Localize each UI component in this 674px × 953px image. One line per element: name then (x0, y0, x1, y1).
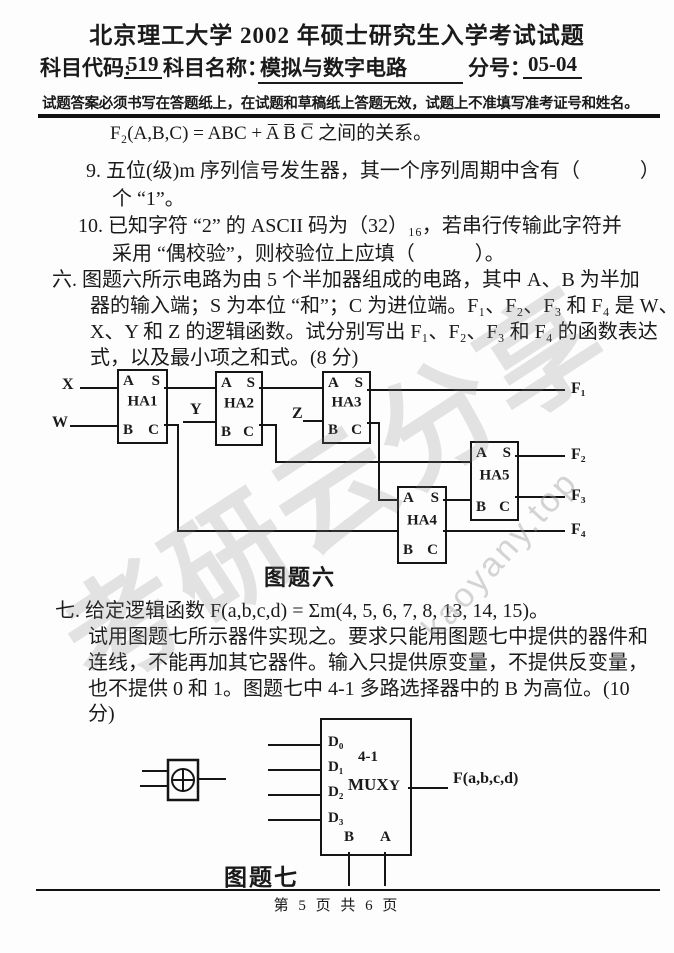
formula-line: F₂(A,B,C) = ABC + A̅ B̅ C̅ 之间的关系。 (110, 123, 433, 144)
wire-ha3c-ha4a (367, 422, 397, 501)
mux-input-d3: D₃ (328, 810, 344, 826)
subject-code-label: 科目代码: (40, 56, 131, 80)
mux-select-b: B (344, 829, 355, 845)
question-6-line-2: 器的输入端；S 为本位 “和”；C 为进位端。F₁、F₂、F₃ 和 F₄ 是 W… (90, 295, 674, 317)
mux-name-label: MUX (348, 775, 389, 794)
question-6-line-4: 式，以及最小项之和式。(8 分) (90, 347, 359, 369)
header-divider (38, 114, 660, 118)
figure6-caption: 图题六 (264, 565, 337, 590)
ha3-port-c: C (351, 422, 362, 438)
ha1-port-s: S (151, 373, 160, 389)
half-adder-ha4: A S HA4 B C (397, 486, 447, 564)
question-7-line-4: 也不提供 0 和 1。图题七中 4-1 多路选择器中的 B 为高位。(10 (88, 678, 630, 700)
ha4-port-s: S (430, 490, 439, 506)
wire-ha1c-ha4b (164, 424, 397, 532)
figure7-caption: 图题七 (224, 865, 299, 890)
wire-ha2c-ha5a (259, 424, 470, 463)
ha1-port-b: B (123, 422, 134, 438)
ha2-port-b: B (221, 424, 232, 440)
ha4-port-c: C (427, 542, 438, 558)
ha3-port-s: S (354, 375, 363, 391)
question-7-line-2: 试用图题七所示器件实现之。要求只能用图题七中提供的器件和 (88, 626, 648, 648)
input-label-w: W (52, 414, 68, 431)
figure7-wires (140, 744, 448, 886)
half-adder-ha3: A S HA3 B C (322, 371, 371, 444)
half-adder-ha5: A S HA5 B C (470, 441, 519, 521)
page-title: 北京理工大学 2002 年硕士研究生入学考试试题 (89, 23, 585, 48)
question-7-line-5: 分) (88, 703, 115, 725)
question-6-line-3: X、Y 和 Z 的逻辑函数。试分别写出 F₁、F₂、F₃ 和 F₄ 的函数表达 (90, 321, 658, 343)
ha5-port-a: A (476, 445, 487, 461)
half-adder-ha1: A S HA1 B C (117, 369, 168, 444)
exam-notice: 试题答案必须书写在答题纸上，在试题和草稿纸上答题无效，试题上不准填写准考证号和姓… (42, 96, 639, 112)
question-9-line-2: 个 “1”。 (112, 188, 185, 210)
mux-output-function-label: F(a,b,c,d) (453, 770, 519, 787)
half-adder-ha2: A S HA2 B C (215, 371, 263, 446)
input-label-z: Z (292, 405, 303, 422)
input-label-y: Y (190, 401, 202, 418)
ha1-name: HA1 (127, 393, 158, 410)
ha2-port-c: C (243, 424, 254, 440)
ha5-name: HA5 (479, 467, 510, 484)
output-label-f3: F₃ (571, 487, 586, 504)
ha5-port-c: C (499, 499, 510, 515)
xor-plus (172, 769, 194, 791)
ha2-name: HA2 (224, 395, 254, 412)
question-9-line-1: 9. 五位(级)m 序列信号发生器，其一个序列周期中含有（ ） (86, 160, 660, 182)
mux-output-pin-y: Y (389, 778, 400, 794)
footer-divider (36, 889, 660, 891)
question-7-line-3: 连线，不能再加其它器件。输入只提供原变量，不提供反变量， (88, 652, 648, 674)
ha3-port-b: B (328, 422, 339, 438)
mux-input-d0: D₀ (328, 734, 344, 750)
ha5-port-b: B (476, 499, 487, 515)
ha2-port-a: A (221, 375, 232, 391)
paper-no-label: 分号： (468, 56, 531, 80)
page-number-indicator: 第 5 页 共 6 页 (273, 898, 401, 914)
mux-input-d1: D₁ (328, 759, 344, 775)
output-label-f2: F₂ (571, 446, 586, 463)
subject-code-value: 519 (124, 52, 162, 79)
mux-select-a: A (380, 829, 391, 845)
ha3-name: HA3 (331, 394, 362, 411)
figure6-wires (70, 387, 565, 532)
xor-gate-icon (166, 758, 200, 802)
ha2-port-s: S (246, 375, 255, 391)
ha4-port-b: B (403, 542, 414, 558)
ha1-port-a: A (123, 373, 134, 389)
mux-model-label: 4-1 (358, 749, 378, 765)
mux-input-d2: D₂ (328, 784, 344, 800)
subject-name-label: 科目名称： (163, 56, 268, 80)
question-7-line-1: 七. 给定逻辑函数 F(a,b,c,d) = Σm(4, 5, 6, 7, 8,… (55, 600, 549, 622)
ha1-port-c: C (148, 422, 159, 438)
output-label-f1: F₁ (571, 380, 586, 397)
subject-name-value: 模拟与数字电路 (258, 52, 463, 84)
output-label-f4: F₄ (571, 521, 586, 538)
ha4-port-a: A (403, 490, 414, 506)
ha3-port-a: A (328, 375, 339, 391)
ha5-port-s: S (502, 445, 511, 461)
ha4-name: HA4 (407, 512, 437, 529)
input-label-x: X (62, 376, 74, 393)
paper-no-value: 05-04 (523, 52, 582, 79)
question-10-line-2: 采用 “偶校验”，则校验位上应填（ ）。 (112, 243, 505, 265)
question-10-line-1: 10. 已知字符 “2” 的 ASCII 码为（32）₁₆，若串行传输此字符并 (78, 215, 622, 237)
question-6-line-1: 六. 图题六所示电路为由 5 个半加器组成的电路，其中 A、B 为半加 (52, 269, 640, 291)
